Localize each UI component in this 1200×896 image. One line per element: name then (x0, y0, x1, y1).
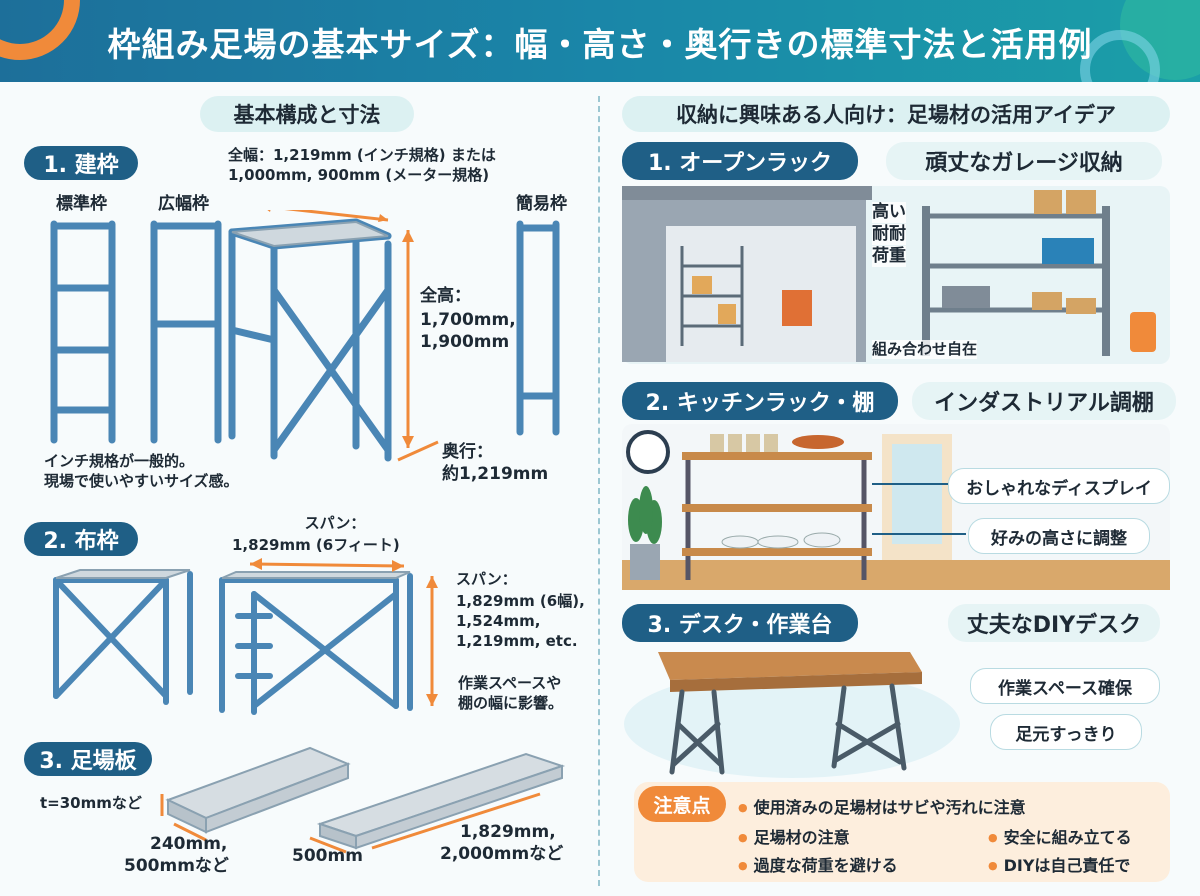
plank-illustration (160, 746, 566, 854)
span-side-label: スパン： (456, 570, 517, 588)
idea-label-open-rack: 1. オープンラック (622, 142, 858, 180)
section-label-plank: 3. 足場板 (24, 742, 152, 776)
notice-box: 注意点 使用済みの足場材はサビや汚れに注意 足場材の注意 安全に組み立てる 過度… (634, 782, 1170, 882)
note-strong-2: 耐耐 (872, 224, 906, 246)
span-side-value-1: 1,829mm (6幅), (456, 592, 585, 610)
frame-illustration (50, 210, 560, 462)
garage-illustration (622, 186, 1170, 364)
frame-note-1: インチ規格が一般的。 (44, 452, 195, 470)
span-side-value-3: 1,219mm, etc. (456, 632, 578, 650)
column-divider (598, 96, 600, 886)
note-combo: 組み合わせ自在 (872, 340, 978, 359)
callout-adjust-height: 好みの高さに調整 (968, 518, 1150, 554)
header-ring-decoration-right (1080, 30, 1160, 82)
type-simple: 簡易枠 (516, 194, 567, 214)
cloth-frame-illustration (53, 558, 438, 715)
type-standard: 標準枠 (56, 194, 107, 214)
kitchen-illustration (622, 424, 1170, 590)
plank-width-b: 500mm (292, 846, 363, 866)
height-value-2: 1,900mm (420, 332, 510, 352)
depth-label: 奥行： (442, 442, 493, 462)
desk-illustration (624, 652, 960, 778)
span-top-label: スパン： (304, 514, 366, 532)
width-note-2: 1,000mm, 900mm (メーター規格) (228, 166, 490, 184)
height-value-1: 1,700mm, (420, 310, 516, 330)
notice-item-3: 安全に組み立てる (988, 824, 1132, 848)
plank-length-2: 2,000mmなど (440, 844, 564, 864)
note-strong-3: 荷重 (872, 246, 906, 268)
idea-label-kitchen-rack: 2. キッチンラック・棚 (622, 382, 898, 420)
span-side-value-2: 1,524mm, (456, 612, 541, 630)
plank-width-2: 500mmなど (124, 856, 229, 876)
callout-display: おしゃれなディスプレイ (948, 468, 1170, 504)
page-header: 枠組み足場の基本サイズ：幅・高さ・奥行きの標準寸法と活用例 (0, 0, 1200, 82)
callout-legroom: 足元すっきり (990, 714, 1142, 750)
idea-subtitle-diy-desk: 丈夫なDIYデスク (948, 604, 1160, 642)
note-strong-1: 高い (872, 202, 906, 224)
notice-item-2: 足場材の注意 (738, 824, 850, 848)
section-label-frame: 1. 建枠 (24, 146, 138, 180)
callout-work-space: 作業スペース確保 (970, 668, 1160, 704)
plank-thickness: t=30mmなど (40, 794, 142, 812)
notice-item-5: DIYは自己責任で (988, 852, 1131, 876)
height-label: 全高： (420, 286, 471, 306)
idea-subtitle-industrial: インダストリアル調棚 (912, 382, 1176, 420)
depth-value: 約1,219mm (442, 464, 549, 484)
plank-width-1: 240mm, (150, 834, 228, 854)
type-wide: 広幅枠 (158, 194, 209, 214)
frame-note-2: 現場で使いやすいサイズ感。 (44, 472, 239, 490)
left-heading: 基本構成と寸法 (200, 96, 414, 132)
section-label-cloth-frame: 2. 布枠 (24, 522, 138, 556)
span-note-1: 作業スペースや (458, 674, 562, 692)
span-note-2: 棚の幅に影響。 (458, 694, 564, 712)
idea-subtitle-garage: 頑丈なガレージ収納 (886, 142, 1162, 180)
notice-item-4: 過度な荷重を避ける (738, 852, 898, 876)
right-heading: 収納に興味ある人向け：足場材の活用アイデア (622, 96, 1170, 132)
notice-tag: 注意点 (638, 786, 726, 822)
page-title: 枠組み足場の基本サイズ：幅・高さ・奥行きの標準寸法と活用例 (107, 25, 1093, 64)
clock-icon (626, 430, 670, 474)
notice-item-1: 使用済みの足場材はサビや汚れに注意 (738, 794, 1026, 818)
span-top-value: 1,829mm (6フィート) (232, 536, 400, 554)
plank-length-1: 1,829mm, (460, 822, 556, 842)
idea-label-desk: 3. デスク・作業台 (622, 604, 858, 642)
width-note-1: 全幅：1,219mm (インチ規格) または (228, 146, 496, 164)
